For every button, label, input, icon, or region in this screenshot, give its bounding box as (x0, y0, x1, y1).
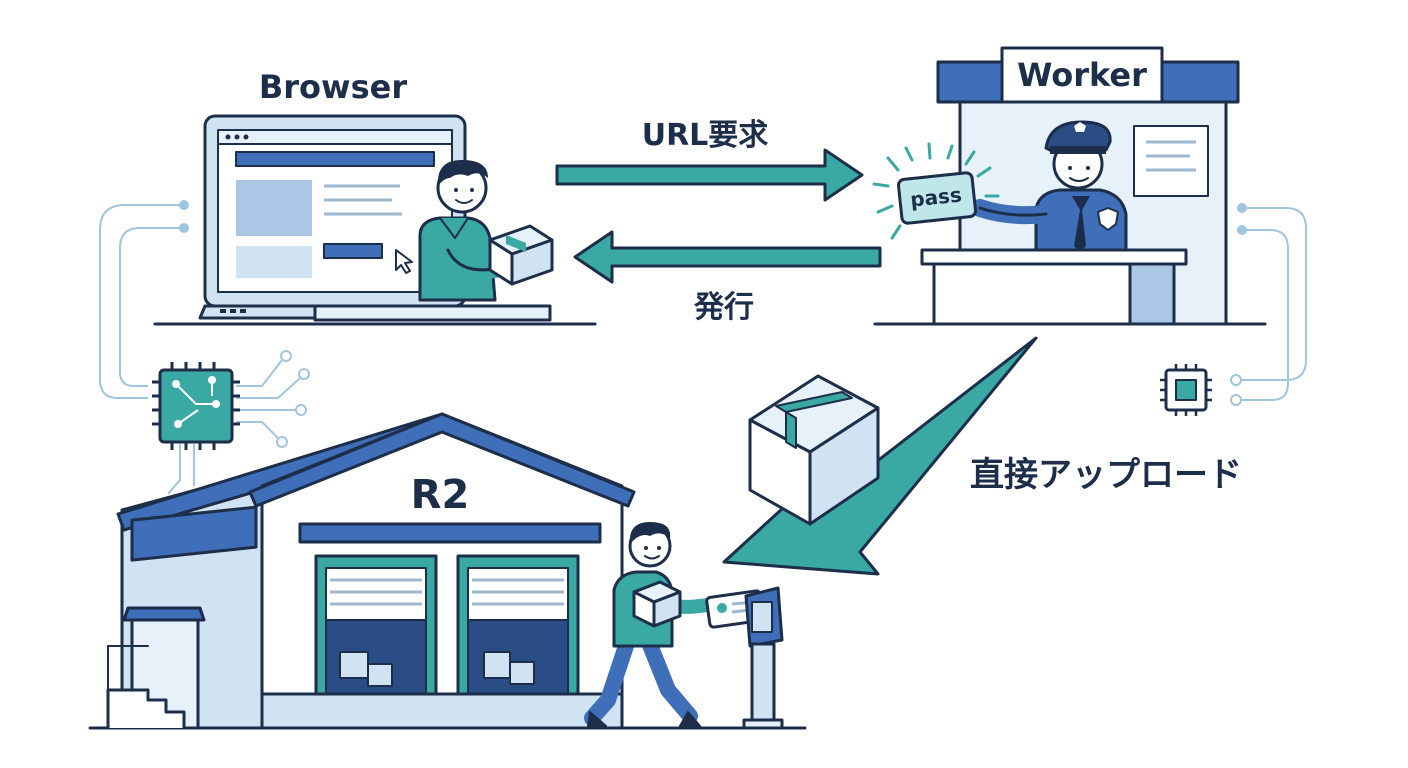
storage-label: R2 (411, 472, 470, 518)
upload-arrow: 直接アップロード (722, 336, 1242, 576)
request-arrow: URL要求 (555, 118, 864, 202)
pass-card-text: pass (909, 182, 963, 211)
police-officer-icon (971, 120, 1128, 252)
laptop-icon (198, 114, 472, 320)
worker-section: Worker pass (872, 46, 1267, 326)
warehouse-icon: R2 (88, 412, 807, 730)
worker-label: Worker (1017, 56, 1147, 94)
circuit-left (99, 200, 310, 495)
circuit-right (1160, 203, 1307, 416)
box-icon (748, 374, 880, 526)
chip-icon (1160, 364, 1212, 416)
box-icon (488, 224, 554, 286)
issue-arrow: 発行 (573, 230, 882, 325)
card-reader-icon (742, 586, 784, 730)
browser-section: Browser (153, 68, 597, 326)
chip-icon (152, 362, 240, 450)
upload-arrow-label: 直接アップロード (970, 455, 1242, 495)
pass-card-icon: pass (872, 142, 1000, 240)
request-arrow-label: URL要求 (642, 118, 769, 153)
issue-arrow-label: 発行 (693, 290, 754, 325)
browser-label: Browser (259, 68, 407, 106)
box-icon (632, 580, 682, 628)
cursor-icon (395, 249, 413, 274)
